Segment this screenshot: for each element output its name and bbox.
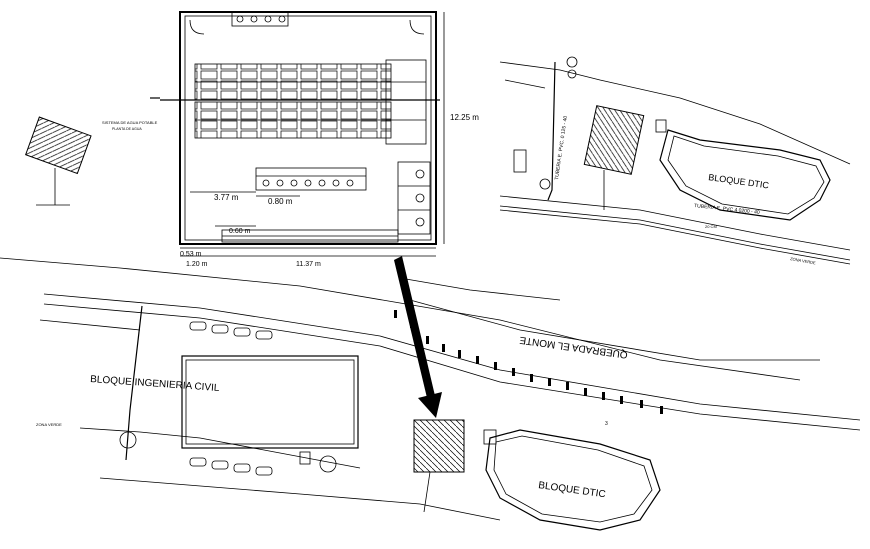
- side-note-title: SISTEMA DE AGUA POTABLE: [102, 120, 158, 125]
- dim-bottom-b-label: 1.20 m: [186, 261, 208, 268]
- parking-row-top: [189, 321, 273, 340]
- creek-label: QUEBRADA EL MONTE: [519, 334, 629, 360]
- right-toilet-column: [397, 161, 431, 235]
- dim-height-label: 12.25 m: [450, 113, 479, 122]
- lower-site-plan: [0, 257, 861, 531]
- civil-building-label: BLOQUE INGENIERIA CIVIL: [90, 374, 220, 394]
- lower-dtic-label: BLOQUE DTIC: [538, 480, 607, 500]
- top-sink-row: [231, 11, 289, 27]
- lower-small-note: 3: [605, 421, 608, 427]
- lower-stall-row: [194, 101, 392, 139]
- dim-width-mid-label: 0.80 m: [268, 197, 293, 206]
- dim-width-left-label: 3.77 m: [214, 193, 239, 202]
- right-road-note: ZONA VERDE: [790, 256, 817, 265]
- dim-bottom-total-label: 11.37 m: [296, 261, 321, 268]
- dim-width-lower-label: 0.60 m: [229, 228, 251, 235]
- side-note-sub: PLANTA DE AGUA: [112, 127, 142, 131]
- middle-sink-row: [255, 167, 367, 191]
- parking-row-bottom: [189, 457, 273, 476]
- right-small-note: 20 CM: [705, 224, 717, 229]
- right-site-plan: [499, 56, 851, 265]
- restroom-floor-plan: [150, 11, 445, 257]
- upper-stall-row: [194, 63, 392, 101]
- left-mini-plan: [25, 116, 92, 175]
- lower-road-note: ZONA VERDE: [36, 422, 62, 427]
- creek-markers: [394, 310, 663, 414]
- pointer-arrow: [394, 256, 442, 418]
- dim-bottom-a-label: 0.53 m: [180, 251, 202, 258]
- right-pipe-label: TUBERIA E. PVC. 0 125 - 40: [554, 115, 569, 180]
- right-building-label: BLOQUE DTIC: [708, 172, 770, 190]
- bottom-sink-row: [221, 229, 399, 243]
